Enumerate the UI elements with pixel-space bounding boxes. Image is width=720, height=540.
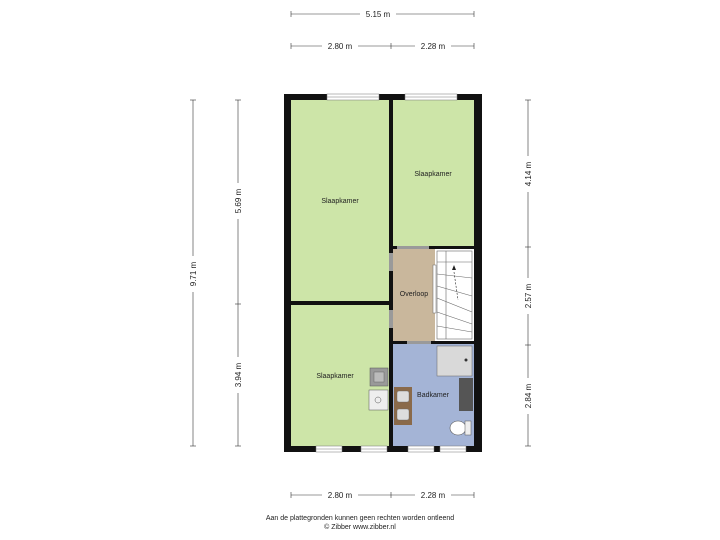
room-label-landing: Overloop <box>400 291 429 298</box>
dim-left-total: 9.71 m <box>189 261 198 286</box>
stair-rail <box>432 264 437 314</box>
dim-right-upper: 4.14 m <box>524 161 533 186</box>
bathroom-fixtures <box>394 358 472 436</box>
dim-right-middle: 2.57 m <box>524 283 533 308</box>
basin-icon <box>368 389 389 411</box>
dim-right-lower: 2.84 m <box>524 383 533 408</box>
room-label-bedroom-top-left: Slaapkamer <box>321 198 359 205</box>
dim-top-total: 5.15 m <box>366 10 391 19</box>
dim-bottom-left: 2.80 m <box>328 491 353 500</box>
disclaimer-text: Aan de plattegronden kunnen geen rechten… <box>265 515 455 522</box>
bathroom-cabinet <box>459 378 473 411</box>
dim-left-upper: 5.69 m <box>234 188 243 213</box>
room-label-bedroom-bottom-left: Slaapkamer <box>316 373 354 380</box>
dim-top-right: 2.28 m <box>421 42 446 51</box>
internal-walls <box>291 100 474 446</box>
credit-text: © Zibber www.zibber.nl <box>324 524 396 531</box>
room-bedroom-top-left <box>291 100 389 302</box>
door-gaps <box>389 246 431 344</box>
dimension-labels: 5.15 m 2.80 m 2.28 m 2.80 m 2.28 m 9.71 … <box>187 8 534 501</box>
stairs <box>436 250 473 340</box>
toilet-tank-icon <box>464 420 472 436</box>
windows <box>315 93 467 453</box>
sink-icon <box>396 408 410 421</box>
toilet-icon <box>449 420 467 436</box>
room-bedroom-top-right <box>393 100 474 246</box>
bedroom-appliances <box>368 367 389 411</box>
shower-drain-icon <box>464 358 468 362</box>
dim-top-left: 2.80 m <box>328 42 353 51</box>
dim-bottom-right: 2.28 m <box>421 491 446 500</box>
sink-icon <box>396 390 410 403</box>
dim-left-lower: 3.94 m <box>234 362 243 387</box>
room-label-bathroom: Badkamer <box>417 392 450 399</box>
room-label-bedroom-top-right: Slaapkamer <box>414 171 452 178</box>
room-landing <box>393 249 435 341</box>
